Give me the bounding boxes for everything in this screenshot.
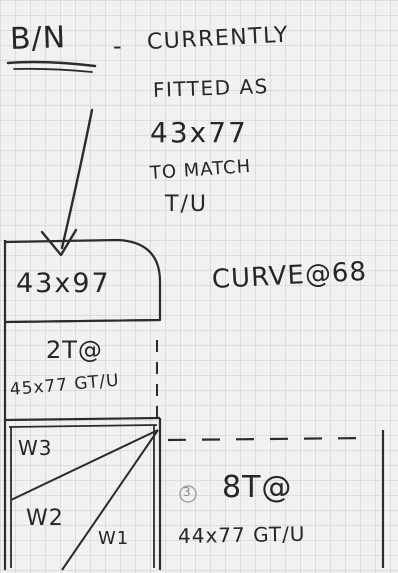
top-panel-bottom <box>4 319 161 323</box>
side-circle-label: 3 <box>183 485 192 499</box>
header-underline <box>6 60 97 68</box>
lower-block-top <box>4 416 161 422</box>
header-dash: - <box>113 32 123 60</box>
top-panel-size: 43x97 <box>16 268 111 299</box>
diagonal-w3 <box>10 429 159 501</box>
side-size: 44x77 GT/U <box>177 521 306 548</box>
arrow-line <box>60 108 94 250</box>
header-line-fitted: FITTED AS <box>152 73 270 102</box>
side-circle-mark <box>179 485 197 503</box>
middle-panel-count: 2T@ <box>46 336 103 364</box>
side-dashed-line <box>167 436 369 442</box>
header-line-tu: T/U <box>165 192 208 217</box>
diagonal-w2 <box>61 429 159 571</box>
header-label: B/N <box>9 20 67 57</box>
top-panel-outline <box>4 238 162 324</box>
segment-w1-label: W1 <box>98 528 130 549</box>
side-count: 8T@ <box>222 470 293 505</box>
segment-w3-label: W3 <box>18 436 53 460</box>
arrow-head <box>40 228 78 257</box>
header-underline-second <box>13 67 93 73</box>
lower-block-top-second <box>8 424 158 428</box>
segment-w2-label: W2 <box>26 506 64 531</box>
header-size: 43x77 <box>150 116 248 149</box>
